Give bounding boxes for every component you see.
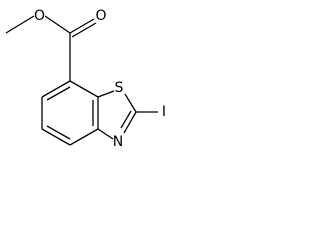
bond-c7a-s: [97, 90, 115, 98]
carbonyl-oxygen-label: O: [95, 8, 106, 24]
bond-c2-n-inner: [120, 110, 132, 129]
ring-bond-c7-c7a: [69, 80, 99, 98]
iodine-label: I: [162, 104, 166, 120]
ring-bond-c6-c7-inner: [46, 86, 71, 101]
bond-s-c2: [124, 93, 137, 113]
ring-bond-c4-c5-inner: [46, 125, 71, 140]
nitrogen-label: N: [113, 134, 123, 150]
ester-oxygen-label: O: [34, 8, 45, 24]
ring-bond-c3a-c4: [69, 128, 99, 146]
carbonyl-double-bond-inner: [71, 22, 97, 38]
ring-bond-c6-c7: [41, 80, 71, 98]
ester-o-to-carbonyl-bond: [44, 15, 71, 34]
sulfur-label: S: [115, 80, 124, 96]
carbonyl-double-bond: [69, 18, 95, 34]
methyl-bond: [5, 15, 35, 34]
bond-c2-n: [123, 111, 137, 134]
bond-n-c3a: [97, 128, 114, 140]
chemical-structure-diagram: O O S N I: [5, 8, 166, 150]
ring-bond-c4-c5: [41, 128, 71, 146]
